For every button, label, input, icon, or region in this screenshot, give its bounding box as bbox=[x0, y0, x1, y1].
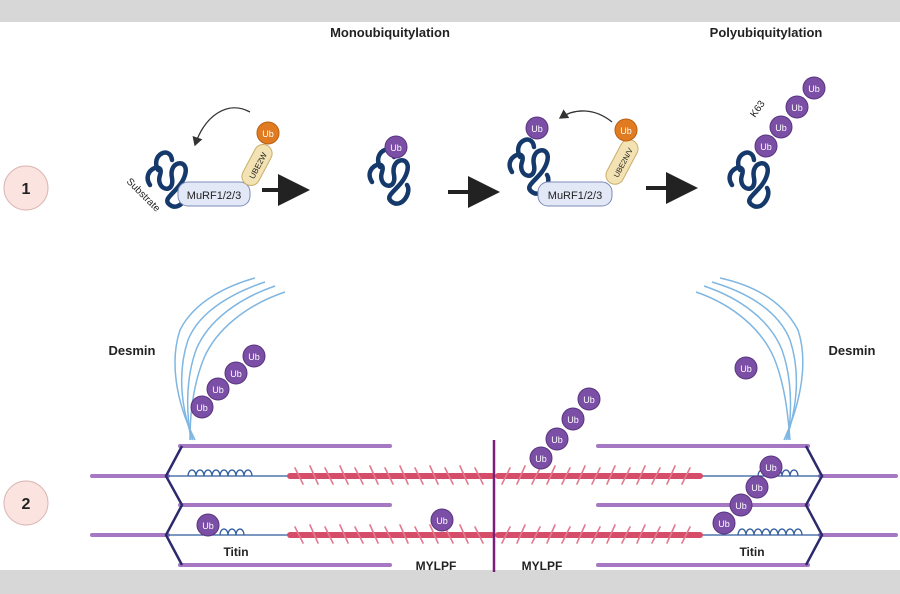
substrate-protein-1 bbox=[145, 150, 189, 209]
mylpf-label-left: MYLPF bbox=[416, 559, 457, 573]
z-disc-left bbox=[164, 445, 184, 566]
z-disc-right bbox=[804, 445, 824, 566]
ub-tr-1: Ub bbox=[712, 511, 736, 535]
transfer-arrow-1 bbox=[192, 107, 251, 147]
titin-label-right: Titin bbox=[739, 545, 764, 559]
ub-label: Ub bbox=[390, 143, 402, 153]
ub-desmin-right: Ub bbox=[734, 356, 758, 380]
ub-dl-4: Ub bbox=[242, 344, 266, 368]
ub-tr-3: Ub bbox=[745, 475, 769, 499]
panel-1-badge: 1 bbox=[3, 165, 49, 211]
ub-dl-1: Ub bbox=[190, 395, 214, 419]
desmin-label-right: Desmin bbox=[829, 343, 876, 358]
ub-chain-1: Ub bbox=[754, 134, 778, 158]
ub-ml-4: Ub bbox=[577, 387, 601, 411]
ub-on-substrate-3: Ub bbox=[525, 116, 549, 140]
myosin-filaments bbox=[287, 465, 703, 544]
title-polyubiquitylation: Polyubiquitylation bbox=[710, 25, 823, 40]
ub-tr-2: Ub bbox=[729, 493, 753, 517]
transfer-arrow-2 bbox=[558, 109, 613, 123]
actin-filaments bbox=[90, 444, 898, 567]
ub-label: Ub bbox=[765, 463, 777, 473]
ub-label: Ub bbox=[808, 84, 820, 94]
ub-label: Ub bbox=[262, 129, 274, 139]
ligase-label-2: MuRF1/2/3 bbox=[548, 190, 602, 202]
ub-label: Ub bbox=[535, 454, 547, 464]
ligase-label-1: MuRF1/2/3 bbox=[187, 190, 241, 202]
panel-2: Desmin Desmin bbox=[90, 277, 898, 573]
ligase-box-1 bbox=[177, 181, 251, 207]
mylpf-label-right: MYLPF bbox=[522, 559, 563, 573]
ub-titin-left: Ub bbox=[196, 513, 220, 537]
ub-label: Ub bbox=[248, 352, 260, 362]
ub-label: Ub bbox=[531, 124, 543, 134]
ub-ml-3: Ub bbox=[561, 407, 585, 431]
substrate-protein-4 bbox=[727, 150, 771, 209]
ub-label: Ub bbox=[202, 521, 214, 531]
ub-ml-1: Ub bbox=[529, 446, 553, 470]
ub-label: Ub bbox=[775, 123, 787, 133]
ub-label: Ub bbox=[436, 516, 448, 526]
ub-label: Ub bbox=[583, 395, 595, 405]
ub-dl-2: Ub bbox=[206, 377, 230, 401]
ub-chain-titin-right: Ub Ub Ub Ub bbox=[712, 455, 783, 535]
ub-dl-3: Ub bbox=[224, 361, 248, 385]
ub-tr-4: Ub bbox=[759, 455, 783, 479]
desmin-label-left: Desmin bbox=[109, 343, 156, 358]
panel-2-label: 2 bbox=[22, 496, 31, 513]
ub-mono: Ub bbox=[384, 135, 408, 159]
ub-label: Ub bbox=[791, 103, 803, 113]
desmin-filaments-right bbox=[695, 277, 804, 441]
ub-label: Ub bbox=[212, 385, 224, 395]
ub-on-e2-2: Ub bbox=[614, 118, 638, 142]
ub-chain-4: Ub bbox=[802, 76, 826, 100]
title-monoubiquitylation: Monoubiquitylation bbox=[330, 25, 450, 40]
ub-label: Ub bbox=[230, 369, 242, 379]
ub-label: Ub bbox=[760, 142, 772, 152]
ub-chain-mline: Ub Ub Ub Ub bbox=[529, 387, 601, 470]
ub-label: Ub bbox=[751, 483, 763, 493]
ub-mylpf: Ub bbox=[430, 508, 454, 532]
panel-1-label: 1 bbox=[22, 181, 31, 198]
ub-label: Ub bbox=[567, 415, 579, 425]
polyub-chain-k63: Ub Ub Ub Ub bbox=[754, 76, 826, 158]
ub-label: Ub bbox=[620, 126, 632, 136]
ub-label: Ub bbox=[718, 519, 730, 529]
ub-label: Ub bbox=[735, 501, 747, 511]
ub-label: Ub bbox=[551, 435, 563, 445]
desmin-filaments-left bbox=[174, 277, 286, 441]
ub-chain-2: Ub bbox=[769, 115, 793, 139]
ligase-box-2 bbox=[537, 181, 613, 207]
ub-chain-3: Ub bbox=[785, 95, 809, 119]
panel-2-badge: 2 bbox=[3, 480, 49, 526]
ub-label: Ub bbox=[196, 403, 208, 413]
ub-label: Ub bbox=[740, 364, 752, 374]
ub-chain-desmin-left: Ub Ub Ub Ub bbox=[190, 344, 266, 419]
ub-on-e2-1: Ub bbox=[256, 121, 280, 145]
substrate-protein-3 bbox=[507, 137, 551, 196]
ub-ml-2: Ub bbox=[545, 427, 569, 451]
titin-label-left: Titin bbox=[223, 545, 248, 559]
